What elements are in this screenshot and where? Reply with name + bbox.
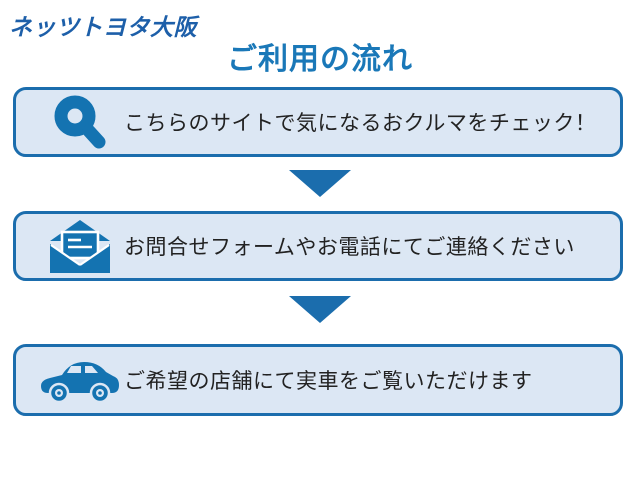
page-title: ご利用の流れ bbox=[227, 43, 413, 76]
step-text: こちらのサイトで気になるおクルマをチェック！ bbox=[124, 112, 597, 135]
down-arrow-icon bbox=[289, 296, 351, 323]
step-card-visit-shop: ご希望の店舗にて実車をご覧いただけます bbox=[13, 344, 623, 416]
step-card-contact: お問合せフォームやお電話にてご連絡ください bbox=[13, 211, 623, 281]
magnifier-icon bbox=[36, 93, 124, 151]
site-logo[interactable]: ネッツトヨタ大阪 bbox=[9, 14, 197, 40]
down-arrow-icon bbox=[289, 170, 351, 197]
step-card-check-site: こちらのサイトで気になるおクルマをチェック！ bbox=[13, 87, 623, 157]
step-text: お問合せフォームやお電話にてご連絡ください bbox=[124, 236, 575, 259]
step-text: ご希望の店舗にて実車をご覧いただけます bbox=[124, 370, 533, 393]
car-icon bbox=[36, 356, 124, 404]
envelope-icon bbox=[36, 218, 124, 274]
